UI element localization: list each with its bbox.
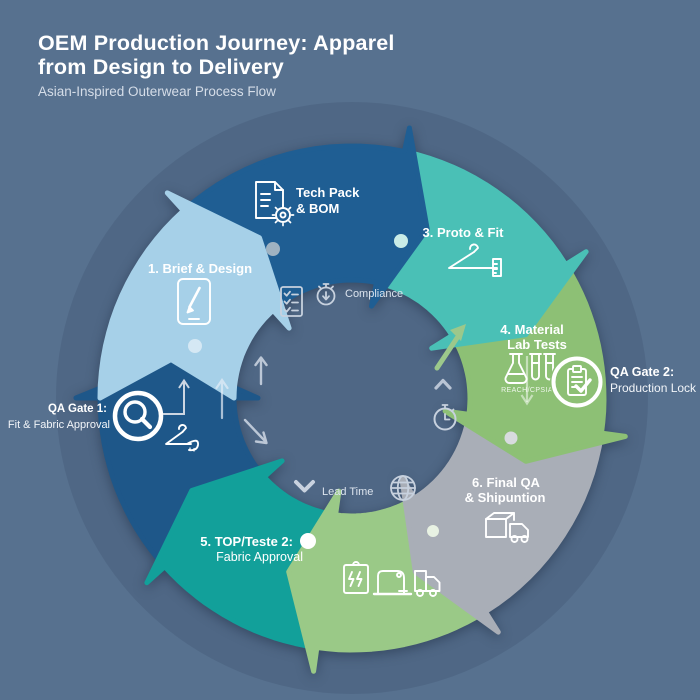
qa-gate1-label2: Fit & Fabric Approval: [8, 419, 110, 431]
stage-finalqa-label2: & Shipuntion: [465, 490, 546, 505]
up-arrow-icon: [215, 378, 229, 420]
compliance-label: Compliance: [345, 288, 403, 300]
green-up-arrow-icon: [434, 324, 466, 371]
globe-icon: [390, 475, 416, 501]
page-subtitle: Asian-Inspired Outerwear Process Flow: [38, 84, 276, 99]
chevron-up-icon: [434, 378, 452, 390]
stage-material-label1: 4. Material: [500, 322, 564, 337]
stage-top-label1: 5. TOP/Teste 2:: [200, 534, 293, 549]
hanger-measure-icon: [448, 243, 502, 277]
accent-dot: [300, 533, 316, 549]
magnifier-hanger-icon: [165, 424, 199, 452]
tablet-pencil-icon: [177, 278, 211, 325]
stage-techpack-label1: Tech Pack: [296, 185, 360, 200]
header: OEM Production Journey: Apparel from Des…: [38, 31, 395, 99]
accent-dot: [504, 431, 518, 445]
arrow-qagate1: [73, 357, 267, 570]
stage-material-label2: Lab Tests: [507, 337, 567, 352]
clipboard-check-badge-icon: [550, 355, 604, 409]
qa-gate1-label1: QA Gate 1:: [48, 403, 107, 415]
up-arrow-icon: [254, 356, 268, 386]
arrow-ring: [73, 125, 628, 674]
chevron-down-icon: [294, 480, 315, 493]
stage-brief-label: 1. Brief & Design: [148, 261, 252, 276]
down-arrow-head: [520, 394, 534, 406]
arrow-techpack: [180, 125, 430, 313]
document-gear-icon: [255, 181, 295, 227]
stage-finalqa-label1: 6. Final QA: [472, 475, 541, 490]
arrow-production: [286, 488, 488, 674]
stage-top-label2: Fabric Approval: [216, 550, 303, 564]
stage-proto-label: 3. Proto & Fit: [423, 225, 505, 240]
stage-techpack-label2: & BOM: [296, 201, 339, 216]
lead-time-label: Lead Time: [322, 486, 373, 498]
accent-dot: [427, 525, 439, 537]
page-title-line2: from Design to Delivery: [38, 55, 284, 79]
page-title-line1: OEM Production Journey: Apparel: [38, 31, 395, 55]
accent-dot: [188, 339, 202, 353]
box-truck-icon: [485, 512, 529, 543]
arrow-proto: [374, 149, 589, 351]
arrow-top: [144, 458, 339, 650]
accent-dot: [266, 242, 280, 256]
accent-dot: [394, 234, 408, 248]
magnifier-badge-icon: [112, 390, 164, 442]
arrow-finalqa: [399, 411, 604, 635]
clock-icon: [433, 404, 457, 431]
stopwatch-icon: [316, 283, 336, 306]
down-right-arrow-icon: [243, 418, 268, 445]
checklist-icon: [280, 286, 303, 317]
garment-sewing-truck-icon: [343, 561, 441, 597]
qa-gate2-label1: QA Gate 2:: [610, 365, 674, 379]
up-connector-arrow-icon: [163, 378, 190, 415]
qa-gate2-label2: Production Lock: [610, 381, 697, 395]
